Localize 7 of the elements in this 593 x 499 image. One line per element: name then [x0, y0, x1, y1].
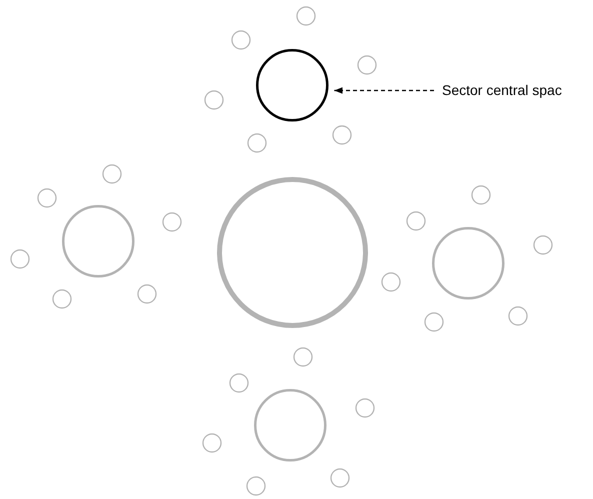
sector-circle — [254, 388, 326, 462]
sector-circle — [62, 204, 134, 278]
leader-arrow — [334, 87, 434, 94]
callout-text: Sector central spac — [442, 82, 562, 99]
sector-circle — [432, 226, 504, 300]
sector-circle — [216, 176, 368, 328]
sector-circle — [256, 48, 328, 122]
